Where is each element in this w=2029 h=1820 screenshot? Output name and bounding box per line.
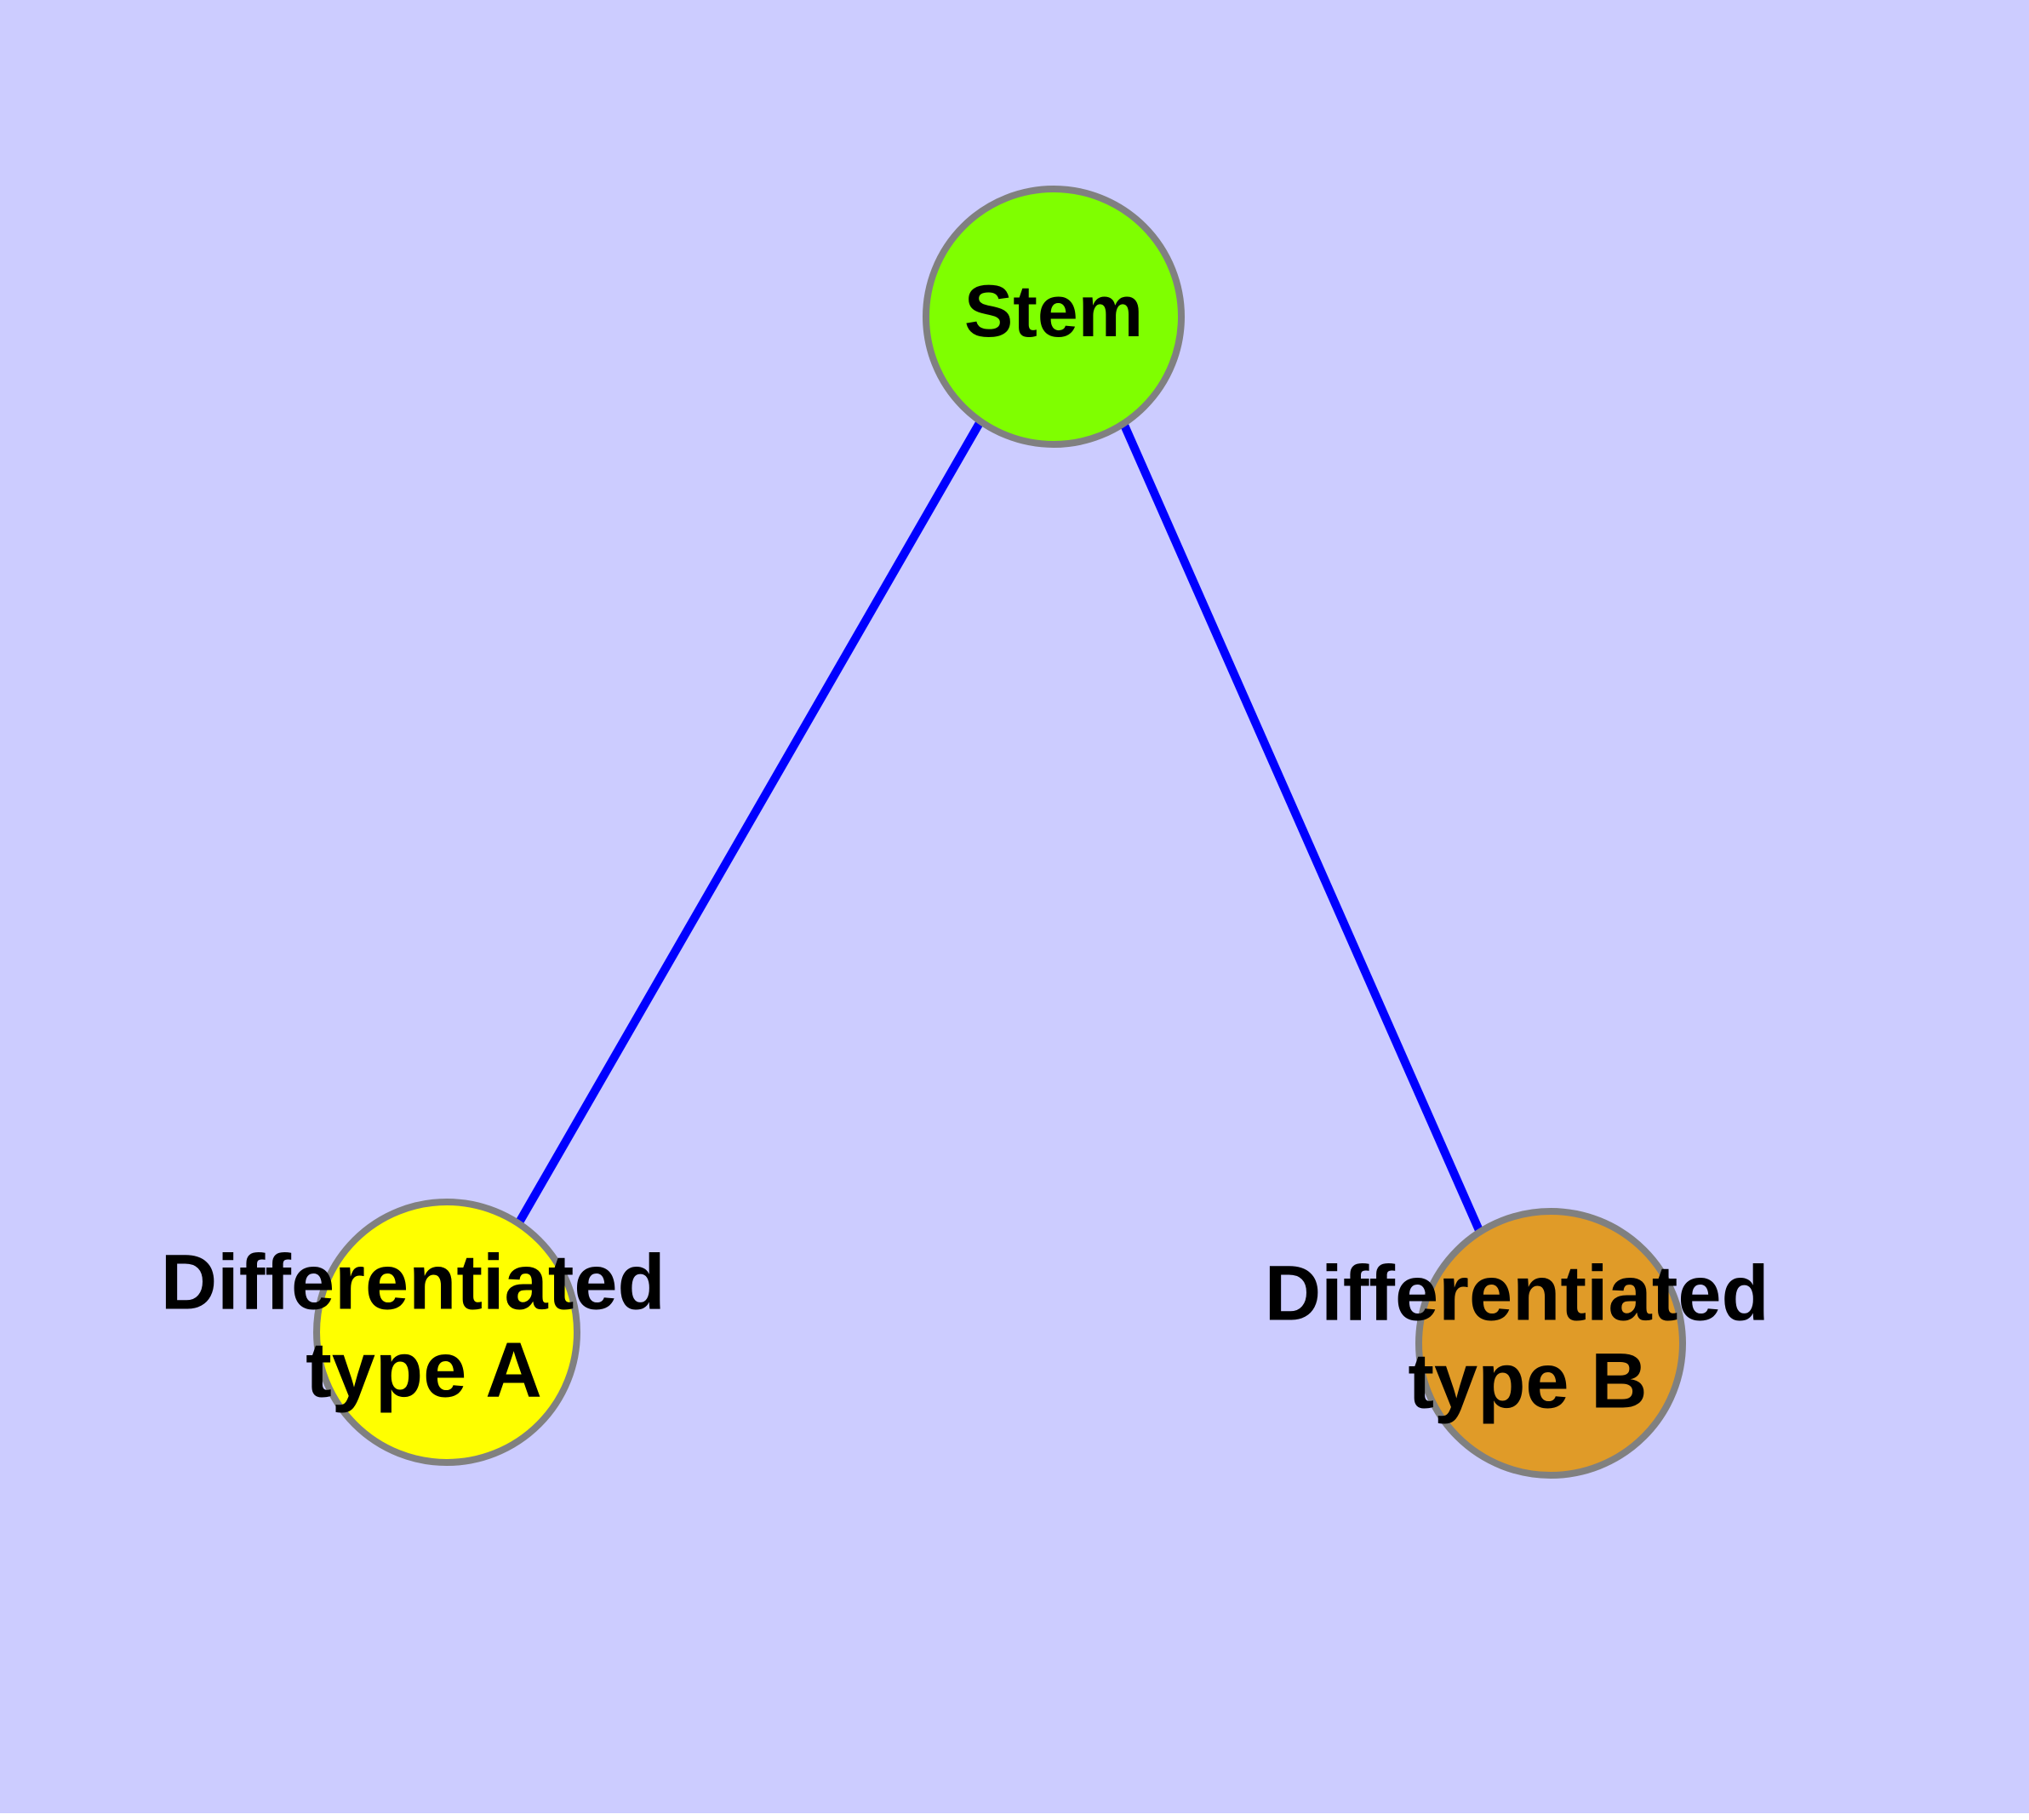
edge-stem-to-differentiated-type-a: [515, 419, 985, 1225]
node-differentiated-type-a-circle[interactable]: [313, 1199, 580, 1466]
node-stem-circle[interactable]: [923, 186, 1185, 448]
node-differentiated-type-a-label-line-2: type A: [306, 1327, 542, 1414]
node-stem[interactable]: Stem: [923, 186, 1185, 448]
edge-group: [515, 419, 1485, 1237]
node-differentiated-type-b-label-line-1: Differentiated: [1265, 1251, 1769, 1337]
node-stem-label: Stem: [964, 271, 1143, 352]
node-differentiated-type-b[interactable]: Differentiated type B: [1265, 1208, 1792, 1479]
node-differentiated-type-a[interactable]: Differentiated type A: [161, 1199, 688, 1466]
node-group: Stem Differentiated type A Differentiate…: [161, 186, 1792, 1479]
edge-stem-to-differentiated-type-b: [1119, 421, 1485, 1237]
node-stem-label-line-1: Stem: [964, 271, 1143, 352]
node-differentiated-type-b-circle[interactable]: [1415, 1208, 1686, 1479]
node-differentiated-type-a-label: Differentiated type A: [161, 1239, 688, 1414]
node-differentiated-type-a-label-line-1: Differentiated: [161, 1239, 666, 1326]
node-differentiated-type-b-label: Differentiated type B: [1265, 1251, 1792, 1425]
node-differentiated-type-b-label-line-2: type B: [1408, 1338, 1647, 1425]
